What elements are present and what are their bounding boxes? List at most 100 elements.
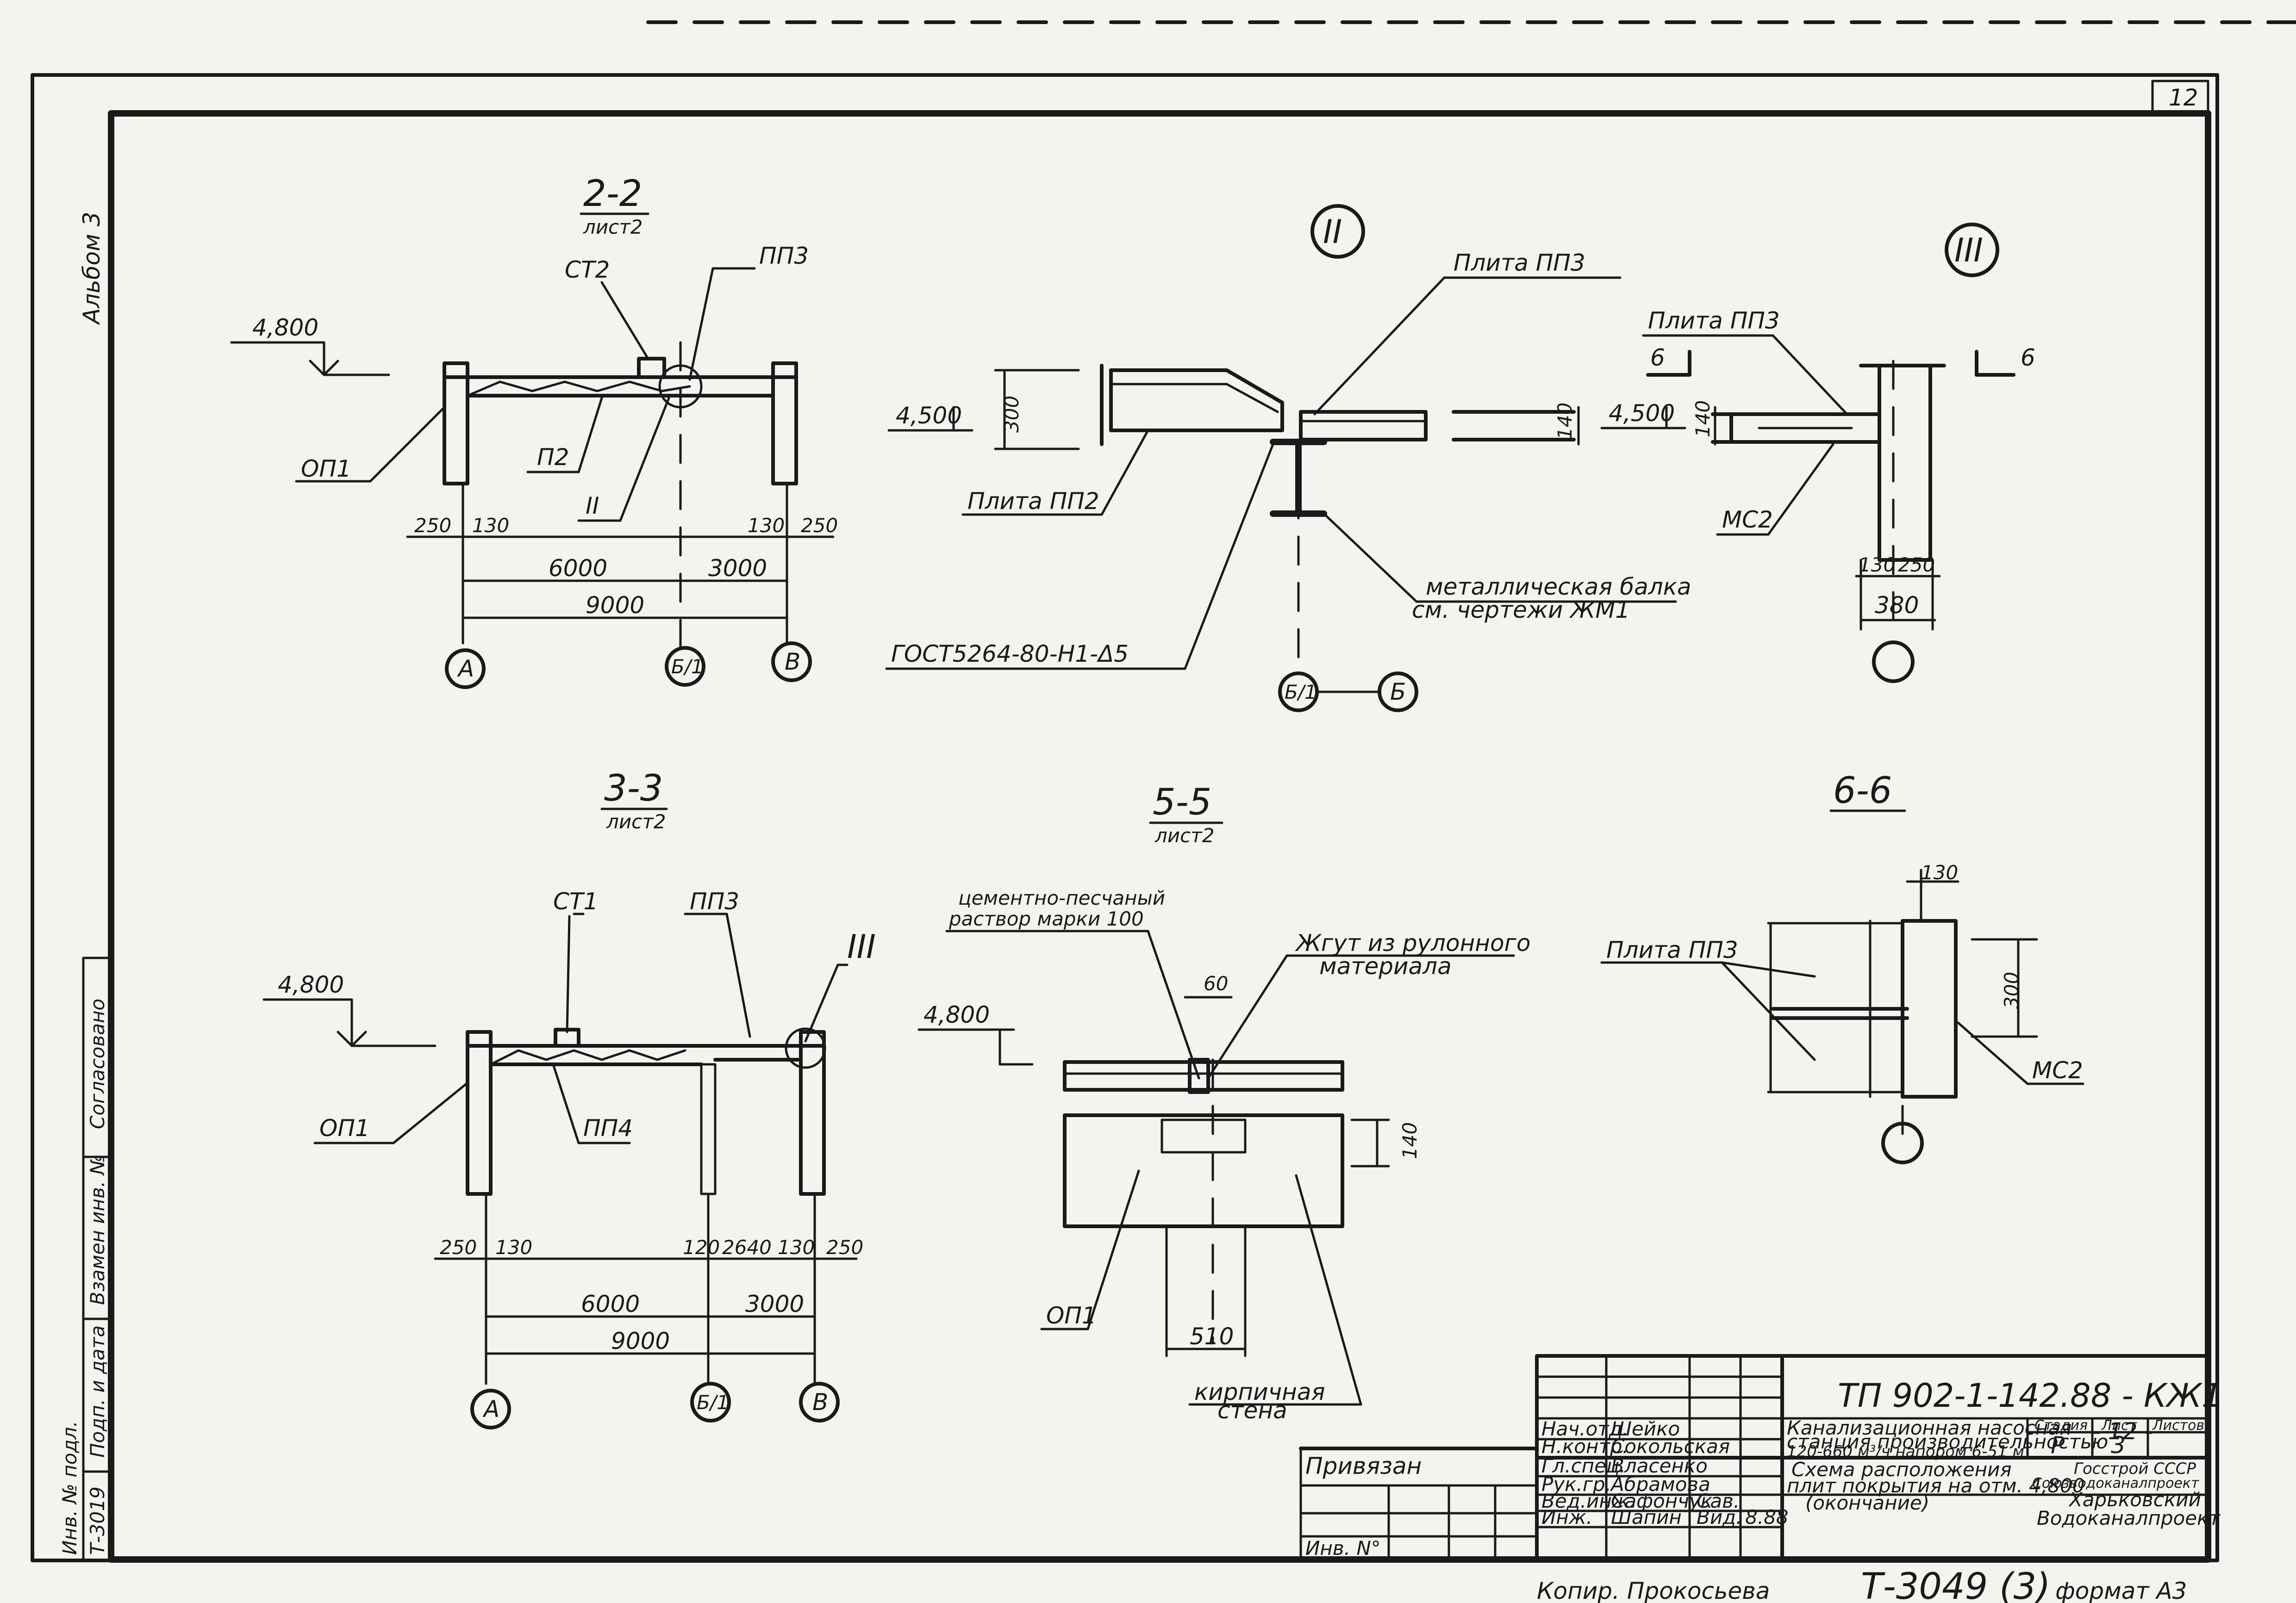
strip-text-2: Взамен инв. № <box>86 1155 109 1305</box>
s22-node: II <box>586 492 599 519</box>
s22-title: 2-2 <box>583 173 642 215</box>
s33-pp4: ПП4 <box>583 1115 633 1142</box>
section-3-3: 3-3 лист2 СТ1 ПП3 III 4,800 ОП1 ПП4 <box>262 768 876 1429</box>
tb-sheet-title-1: Схема расположения <box>1791 1458 2012 1481</box>
tb-org-3: Харьковский <box>2068 1488 2201 1511</box>
s22-ref: лист2 <box>583 216 643 238</box>
s22-d6000: 6000 <box>549 555 607 582</box>
tb-attached: Привязан <box>1305 1453 1422 1479</box>
s22-d130r: 130 <box>748 514 785 537</box>
s22-d9000: 9000 <box>586 592 644 619</box>
s22-p2: П2 <box>537 444 569 471</box>
s22-axis-b1: Б/1 <box>671 655 704 678</box>
s33-level: 4,800 <box>278 971 344 998</box>
copied-by: Копир. Прокосьева <box>1537 1578 1770 1603</box>
tb-role-6: Инж. <box>1541 1506 1592 1528</box>
tb-inv: Инв. N° <box>1305 1537 1381 1560</box>
s55-level: 4,800 <box>923 1001 990 1028</box>
s33-d3000: 3000 <box>745 1291 804 1317</box>
s33-title: 3-3 <box>604 768 663 809</box>
s55-d60: 60 <box>1204 972 1228 995</box>
s55-tow-1: Жгут из рулонного <box>1295 930 1530 957</box>
section-5-5: 5-5 лист2 цементно-песчаный раствор марк… <box>917 782 1530 1424</box>
tb-role-2: Н.контр. <box>1541 1435 1628 1458</box>
s55-wall-1: кирпичная <box>1194 1379 1325 1405</box>
corner-sheet-number: 12 <box>2169 84 2198 111</box>
s33-st1: СТ1 <box>553 888 598 915</box>
tb-doc-code: ТП 902-1-142.88 - КЖ1 <box>1838 1377 2222 1415</box>
section-2-2: 2-2 лист2 4,800 СТ2 ПП3 ОП1 П2 II <box>230 173 838 689</box>
tb-sheets-hdr: Листов <box>2152 1417 2204 1434</box>
s33-d9000: 9000 <box>611 1328 670 1354</box>
tb-sheet-title-2: плит покрытия на отм. 4,800 <box>1787 1474 2084 1497</box>
tb-role-3: Гл.спец. <box>1541 1454 1626 1477</box>
n3-d130: 130 <box>1859 553 1896 576</box>
tb-name-6: Шапин <box>1611 1506 1682 1528</box>
s55-mortar-2: раствор марки 100 <box>948 907 1144 930</box>
n3-cut-left: 6 <box>1650 344 1665 371</box>
s33-d250: 250 <box>440 1236 477 1259</box>
n2-gost: ГОСТ5264-80-Н1-Δ5 <box>891 640 1129 667</box>
s22-st2: СТ2 <box>565 256 610 283</box>
tb-stage-hdr: Стадия <box>2034 1417 2088 1434</box>
n3-d250: 250 <box>1898 553 1935 576</box>
s22-d3000: 3000 <box>708 555 767 582</box>
s66-plate-pp3: Плита ПП3 <box>1606 937 1738 963</box>
s22-pp3: ПП3 <box>759 242 809 269</box>
tb-org-2: Союзводоканалпроект <box>2032 1475 2200 1491</box>
s66-mc2: МС2 <box>2032 1057 2083 1084</box>
n3-plate-pp3: Плита ПП3 <box>1648 307 1780 334</box>
s33-d130a: 130 <box>495 1236 532 1259</box>
s22-d250l: 250 <box>414 514 451 537</box>
s55-wall-2: стена <box>1217 1397 1287 1424</box>
stamp-number: Т-3049 (3) <box>1861 1566 2051 1603</box>
strip-text-4: Инв. № подл. <box>58 1421 81 1555</box>
tb-date-6: 8.88 <box>1745 1506 1789 1528</box>
s55-ref: лист2 <box>1154 824 1214 847</box>
s33-op1: ОП1 <box>319 1115 370 1142</box>
tb-org-4: Водоканалпроект <box>2037 1507 2221 1529</box>
n2-axis-b: Б <box>1390 678 1406 705</box>
s33-d6000: 6000 <box>581 1291 640 1317</box>
s22-axis-a: А <box>457 655 474 682</box>
tb-role-5: Вед.инж. <box>1541 1490 1635 1512</box>
n2-beam-2: см. чертежи ЖМ1 <box>1412 596 1630 623</box>
s55-title: 5-5 <box>1153 782 1211 823</box>
tb-project-2: станция производительностью <box>1787 1430 2108 1453</box>
tb-project-3: 120-660 м³/ч напором 6-51 м <box>1787 1442 2024 1461</box>
tb-role-1: Нач.отд. <box>1541 1417 1628 1440</box>
n2-level: 4,500 <box>896 402 962 429</box>
s22-axis-c: В <box>785 648 800 675</box>
n2-title: II <box>1323 213 1342 251</box>
s66-title: 6-6 <box>1833 770 1892 812</box>
tb-name-2: Сокольская <box>1611 1435 1730 1458</box>
s55-d510: 510 <box>1190 1323 1234 1350</box>
tb-name-1: Шейко <box>1611 1417 1680 1440</box>
section-6-6: 6-6 130 Плита ПП3 300 МС2 <box>1600 770 2084 1164</box>
n2-plate-pp2: Плита ПП2 <box>967 488 1099 515</box>
tb-role-4: Рук.гр. <box>1541 1473 1611 1496</box>
n2-h140: 140 <box>1554 403 1576 440</box>
n3-h140: 140 <box>1691 400 1714 437</box>
s33-d250b: 250 <box>826 1236 863 1259</box>
s33-d120: 120 <box>683 1236 720 1259</box>
s33-axis-a: А <box>482 1396 499 1423</box>
inner-frame <box>108 110 2211 1563</box>
s33-node: III <box>847 928 876 966</box>
tb-sign-6: Вид. <box>1697 1506 1742 1528</box>
tb-sign-5: Сав. <box>1697 1490 1740 1512</box>
n3-title: III <box>1954 231 1983 269</box>
n3-level: 4,500 <box>1609 400 1675 427</box>
s55-h140: 140 <box>1398 1122 1421 1159</box>
s33-d130b: 130 <box>778 1236 815 1259</box>
s33-pp3: ПП3 <box>690 888 739 915</box>
n3-d380: 380 <box>1875 592 1919 619</box>
tb-sheet-title-3: (окончание) <box>1805 1491 1929 1514</box>
node-III: III Плита ПП3 6 6 4,500 140 МС2 130 250 … <box>1600 223 2035 683</box>
n2-plate-pp3: Плита ПП3 <box>1454 249 1585 276</box>
s33-axis-b1: Б/1 <box>697 1391 729 1414</box>
outer-frame <box>31 73 2219 1562</box>
title-block: ТП 902-1-142.88 - КЖ1 - 12 - Нач.отд. Ше… <box>1299 1354 2222 1561</box>
tb-org-1: Госстрой СССР <box>2074 1460 2196 1478</box>
tb-name-4: Абрамова <box>1610 1473 1710 1496</box>
